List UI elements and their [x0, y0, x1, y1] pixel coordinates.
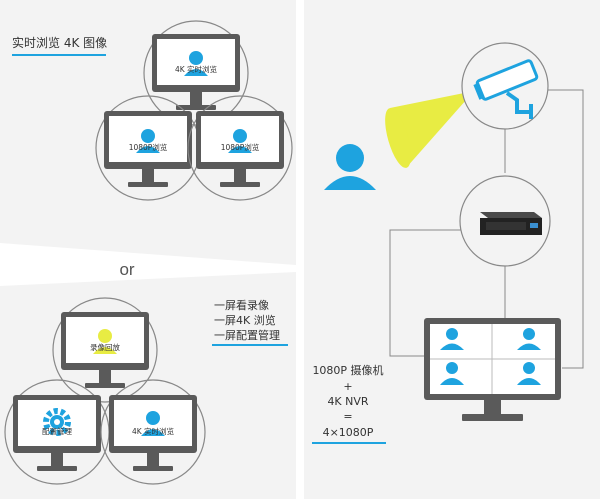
- person-icon: [184, 51, 208, 76]
- formula-line-2: +: [343, 380, 352, 393]
- connector-lines: [389, 89, 584, 369]
- bottom-caption-line-1: 一屏看录像: [214, 298, 269, 312]
- circle-outline: [52, 297, 158, 403]
- screen-label: 配置管理: [42, 426, 72, 436]
- person-icons: [440, 328, 541, 385]
- top-monitor-4k: 4K 实时浏览: [143, 20, 249, 126]
- divider-band: [0, 243, 296, 286]
- divider-or: or: [119, 260, 134, 279]
- top-monitor-1080p-left: 1080P浏览: [95, 95, 201, 201]
- nvr-node: [459, 175, 551, 267]
- formula-line-4: =: [343, 410, 352, 423]
- formula-line-1: 1080P 摄像机: [312, 363, 383, 377]
- screen-label: 4K 实时浏览: [132, 426, 175, 436]
- screen-label: 1080P浏览: [129, 142, 168, 152]
- camera-beam: [390, 91, 474, 168]
- bottom-caption-line-2: 一屏4K 浏览: [214, 313, 276, 327]
- bottom-monitor-playback: 录像回放: [52, 297, 158, 403]
- screen-label: 1080P浏览: [221, 142, 260, 152]
- formula: 1080P 摄像机 + 4K NVR = 4×1080P: [312, 363, 383, 439]
- camera-icon: [473, 59, 539, 119]
- screen-label: 录像回放: [90, 342, 120, 352]
- bottom-caption-underline: [212, 344, 288, 346]
- screen-label: 4K 实时浏览: [175, 64, 218, 74]
- person-icon: [93, 329, 117, 354]
- top-caption-underline: [12, 54, 106, 56]
- formula-line-5: 4×1080P: [323, 426, 374, 439]
- top-monitor-1080p-right: 1080P浏览: [187, 95, 293, 201]
- right-panel: [304, 0, 600, 499]
- top-caption: 实时浏览 4K 图像: [12, 35, 107, 50]
- person-icon: [228, 129, 252, 153]
- gear-icon: [43, 408, 71, 436]
- person-icon: [136, 129, 160, 153]
- camera-node: [461, 42, 549, 130]
- beam-end: [385, 108, 411, 168]
- split-monitor: [424, 318, 561, 421]
- circle-outline: [187, 95, 293, 201]
- formula-line-3: 4K NVR: [327, 395, 368, 408]
- person-icon: [324, 144, 376, 190]
- bottom-caption-line-3: 一屏配置管理: [214, 328, 280, 342]
- bottom-monitor-4k: 4K 实时浏览: [100, 379, 206, 485]
- bottom-monitor-config: 配置管理: [4, 379, 110, 485]
- nvr-device-icon: [480, 212, 542, 235]
- formula-underline: [312, 442, 386, 444]
- circle-outline: [100, 379, 206, 485]
- person-icon: [141, 411, 165, 436]
